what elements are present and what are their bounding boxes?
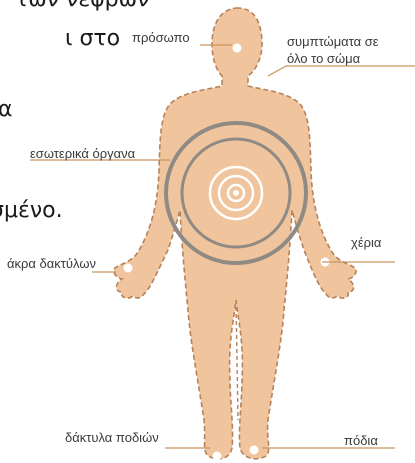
label-face: πρόσωπο — [132, 30, 190, 45]
label-feet: πόδια — [344, 433, 378, 448]
face-marker — [233, 44, 242, 53]
fingertip-marker — [124, 264, 133, 273]
label-fingertips: άκρα δακτύλων — [7, 256, 96, 271]
label-whole-body-line1: συμπτώματα σε — [287, 33, 379, 50]
foot-marker — [250, 446, 259, 455]
toe-marker — [213, 452, 222, 461]
leader-whole-body — [268, 66, 415, 76]
body-silhouette — [114, 8, 356, 459]
label-toes: δάκτυλα ποδιών — [65, 430, 159, 445]
label-whole-body-line2: όλο το σώμα — [287, 50, 379, 67]
label-hands: χέρια — [351, 235, 381, 250]
label-internal-organs: εσωτερικά όργανα — [30, 146, 135, 161]
label-whole-body: συμπτώματα σε όλο το σώμα — [287, 33, 379, 67]
